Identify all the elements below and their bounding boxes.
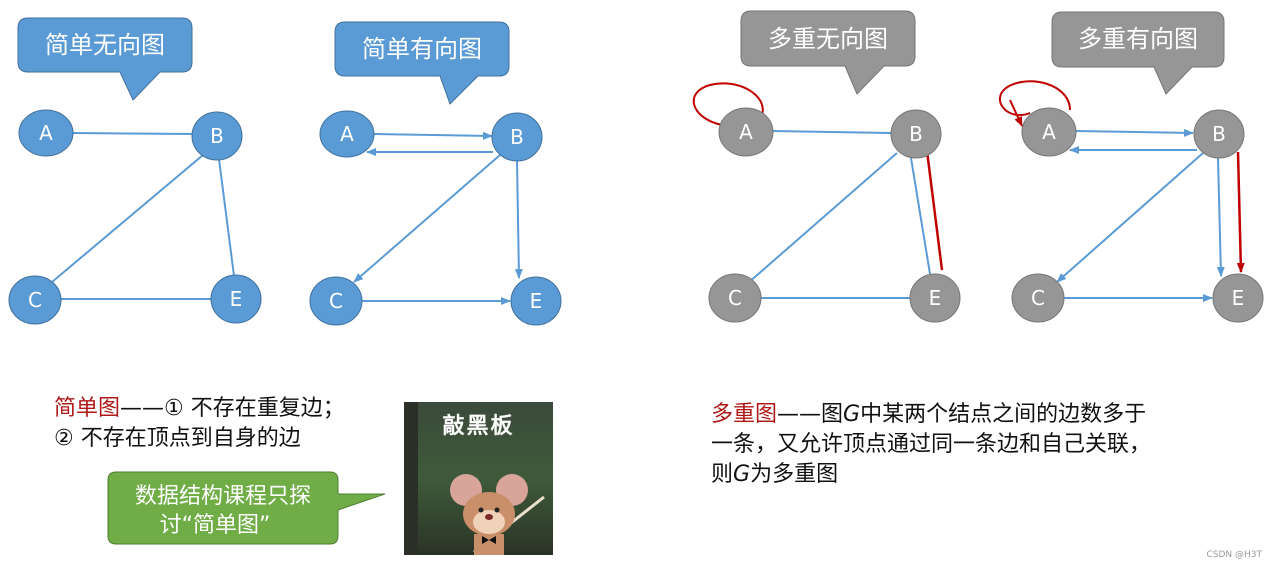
node-e: E: [909, 273, 961, 323]
image-caption: 敲黑板: [442, 414, 515, 439]
node-c: C: [1011, 273, 1065, 323]
node-e: E: [510, 276, 562, 326]
node-e: E: [210, 274, 262, 324]
svg-text:C: C: [329, 289, 343, 313]
note-line-2: 讨“简单图”: [160, 513, 271, 538]
callout-simple-undirected: 简单无向图: [17, 17, 193, 101]
callout-simple-directed: 简单有向图: [334, 21, 510, 105]
svg-text:E: E: [1232, 286, 1245, 310]
self-loop-a: [692, 82, 764, 126]
note-bubble: 数据结构课程只探 讨“简单图”: [107, 471, 386, 545]
simple-def-line-2: ② 不存在顶点到自身的边: [54, 426, 301, 451]
callout-label: 多重无向图: [768, 25, 888, 53]
node-c: C: [708, 273, 762, 323]
multi-def-line-3: 则G为多重图: [711, 462, 839, 487]
callout-multi-undirected: 多重无向图: [740, 10, 916, 95]
graph-simple-undirected: 简单无向图 A B C E: [8, 17, 262, 325]
svg-text:E: E: [230, 287, 243, 311]
note-line-1: 数据结构课程只探: [135, 484, 311, 509]
svg-text:C: C: [1031, 286, 1045, 310]
edge-b-c: [51, 154, 204, 283]
simple-def-line-1: 简单图——① 不存在重复边；: [54, 396, 345, 421]
simple-graph-term: 简单图: [54, 396, 121, 421]
svg-text:E: E: [530, 289, 543, 313]
node-b: B: [1193, 109, 1245, 159]
edge-b-e-1: [910, 157, 931, 275]
callout-multi-directed: 多重有向图: [1051, 11, 1225, 95]
svg-text:C: C: [28, 288, 42, 312]
edge-b-to-e-1: [1216, 157, 1225, 277]
edge-a-b: [71, 132, 195, 135]
edge-b-e-2: [924, 142, 944, 271]
node-a: A: [18, 109, 74, 157]
multi-def-line-2: 一条，又允许顶点通过同一条边和自己关联，: [711, 432, 1152, 457]
svg-text:B: B: [909, 122, 923, 146]
node-a: A: [1021, 107, 1077, 157]
svg-text:A: A: [739, 120, 753, 144]
svg-text:A: A: [340, 122, 354, 146]
multi-graph-definition: 多重图——图G中某两个结点之间的边数多于 一条，又允许顶点通过同一条边和自己关联…: [711, 400, 1151, 490]
edge-b-to-e-2: [1236, 151, 1245, 273]
callout-label: 简单有向图: [362, 35, 482, 63]
edge-b-to-c: [353, 154, 501, 283]
edge-b-to-c: [1056, 152, 1204, 283]
node-b: B: [890, 109, 942, 159]
edge-a-to-b: [373, 131, 493, 140]
node-e: E: [1212, 273, 1264, 323]
callout-label: 简单无向图: [45, 31, 165, 59]
node-a: A: [718, 107, 774, 157]
simple-graph-definition: 简单图——① 不存在重复边； ② 不存在顶点到自身的边: [54, 394, 345, 454]
node-c: C: [309, 276, 363, 326]
svg-text:B: B: [510, 125, 524, 149]
edge-a-b: [771, 130, 893, 134]
graph-multi-directed: 多重有向图 A B C E: [999, 11, 1264, 323]
node-b: B: [491, 112, 543, 162]
svg-text:C: C: [728, 286, 742, 310]
callout-label: 多重有向图: [1078, 25, 1198, 53]
multi-def-line-1: 多重图——图G中某两个结点之间的边数多于: [711, 402, 1147, 427]
watermark: CSDN @H3T: [1206, 550, 1262, 560]
node-b: B: [191, 111, 243, 161]
self-loop-a: [999, 80, 1071, 116]
node-c: C: [8, 275, 62, 325]
svg-text:A: A: [39, 121, 53, 145]
graph-multi-undirected: 多重无向图 A B C E: [692, 10, 961, 323]
svg-text:A: A: [1042, 120, 1056, 144]
svg-text:B: B: [1212, 122, 1226, 146]
graph-simple-directed: 简单有向图 A B C E: [309, 21, 562, 326]
edge-b-e: [218, 158, 235, 277]
mouse-illustration: [404, 402, 545, 555]
self-loop-a-arrow: [1009, 99, 1023, 127]
edge-b-to-e: [514, 159, 523, 279]
edge-a-to-b: [1075, 128, 1194, 137]
svg-text:E: E: [929, 286, 942, 310]
node-a: A: [319, 110, 375, 158]
knock-blackboard-image: 敲黑板: [404, 402, 553, 555]
svg-text:B: B: [210, 124, 224, 148]
edge-b-c: [747, 152, 898, 284]
multi-graph-term: 多重图: [711, 402, 778, 427]
